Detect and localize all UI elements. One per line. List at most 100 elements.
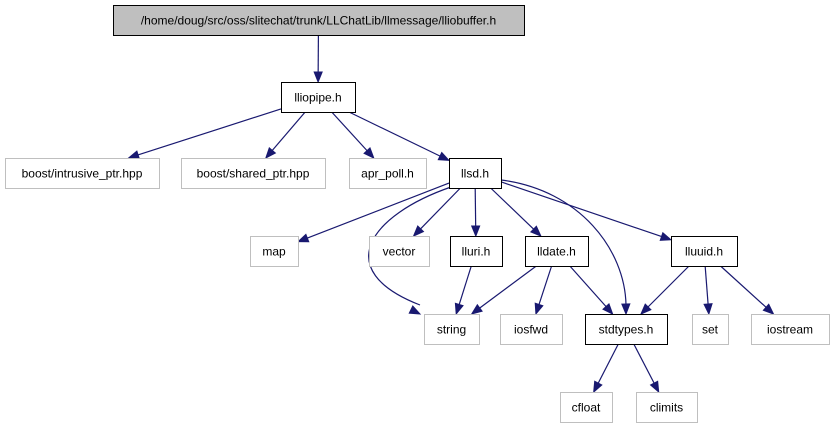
node-string: string [424, 314, 480, 345]
node-label: apr_poll.h [361, 167, 414, 181]
arrowhead-icon [659, 231, 673, 241]
edge-llsd-to-lluri [470, 187, 481, 238]
node-intrusive: boost/intrusive_ptr.hpp [5, 158, 160, 189]
node-label: lluri.h [462, 245, 491, 259]
node-box [281, 82, 356, 113]
edge-lluuid-to-iostream [720, 265, 775, 315]
node-apr_poll: apr_poll.h [349, 158, 427, 189]
node-label: climits [650, 401, 683, 415]
node-label: lliopipe.h [294, 91, 341, 105]
node-label: boost/shared_ptr.hpp [197, 167, 310, 181]
edge-llsd-to-lldate [490, 187, 542, 237]
edge-line [538, 265, 553, 306]
edge-llsd-to-vector [412, 187, 461, 237]
arrowhead-icon [621, 303, 631, 316]
arrowhead-icon [296, 233, 310, 243]
edges-layer [127, 34, 775, 394]
node-lliopipe[interactable]: lliopipe.h [281, 82, 356, 113]
node-set: set [692, 314, 729, 345]
arrowhead-icon [454, 302, 464, 316]
node-iostream: iostream [751, 314, 830, 345]
edge-lliopipe-to-intrusive [127, 108, 282, 160]
arrowhead-icon [649, 380, 660, 394]
edge-line [704, 265, 709, 306]
edge-line [490, 187, 535, 231]
node-lluri[interactable]: lluri.h [450, 236, 503, 267]
node-box [525, 236, 589, 267]
arrowhead-icon [703, 303, 713, 316]
node-label: vector [383, 245, 416, 259]
arrowhead-icon [412, 225, 425, 237]
node-box [449, 158, 502, 189]
node-label: lldate.h [537, 245, 576, 259]
node-map: map [250, 236, 299, 267]
edge-line [633, 343, 656, 385]
edge-line [569, 265, 608, 308]
node-label: map [262, 245, 286, 259]
edge-llsd-to-map [296, 182, 450, 243]
node-box [560, 392, 613, 423]
node-box [113, 5, 525, 36]
edge-line [136, 108, 282, 156]
edge-line [458, 265, 472, 306]
node-box [585, 314, 668, 345]
node-label: llsd.h [461, 167, 489, 181]
arrowhead-icon [593, 380, 603, 394]
node-label: /home/doug/src/oss/slitechat/trunk/LLCha… [141, 14, 496, 28]
edge-root-to-lliopipe [313, 34, 323, 84]
arrowhead-icon [602, 303, 614, 316]
node-vector: vector [369, 236, 430, 267]
arrowhead-icon [127, 150, 141, 160]
edge-lluuid-to-set [703, 265, 713, 316]
node-lldate[interactable]: lldate.h [525, 236, 589, 267]
node-box [692, 314, 729, 345]
node-label: string [437, 323, 466, 337]
arrowhead-icon [640, 303, 652, 315]
node-label: boost/intrusive_ptr.hpp [22, 167, 143, 181]
edge-stdtypes-to-cfloat [593, 343, 619, 394]
arrowhead-icon [470, 225, 481, 238]
edge-line [331, 111, 369, 152]
node-lluuid[interactable]: lluuid.h [671, 236, 738, 267]
node-box [5, 158, 160, 189]
edge-lldate-to-iosfwd [534, 265, 553, 316]
edge-line [419, 187, 461, 230]
edge-line [500, 181, 663, 238]
node-label: iosfwd [514, 323, 548, 337]
node-label: set [702, 323, 719, 337]
node-label: lluuid.h [685, 245, 723, 259]
edge-line [478, 265, 537, 310]
edge-line [474, 187, 477, 228]
edge-lldate-to-string [470, 265, 537, 315]
node-box [250, 236, 299, 267]
node-cfloat: cfloat [560, 392, 613, 423]
node-root: /home/doug/src/oss/slitechat/trunk/LLCha… [113, 5, 525, 36]
node-llsd[interactable]: llsd.h [449, 158, 502, 189]
node-box [450, 236, 503, 267]
arrowhead-icon [408, 305, 422, 315]
edge-line [500, 179, 627, 306]
edge-lluri-to-string [454, 265, 472, 316]
arrowhead-icon [529, 225, 542, 237]
node-climits: climits [636, 392, 698, 423]
edge-lldate-to-stdtypes [569, 265, 614, 316]
edge-line [271, 111, 306, 152]
node-box [751, 314, 830, 345]
edge-line [597, 343, 619, 385]
nodes-layer: /home/doug/src/oss/slitechat/trunk/LLCha… [5, 5, 830, 423]
node-label: stdtypes.h [599, 323, 654, 337]
edge-lliopipe-to-apr_poll [331, 111, 375, 159]
edge-line [306, 182, 450, 239]
node-label: cfloat [572, 401, 601, 415]
node-box [349, 158, 427, 189]
edge-llsd-to-lluuid [500, 181, 673, 241]
arrowhead-icon [534, 302, 544, 316]
node-iosfwd: iosfwd [500, 314, 563, 345]
arrowhead-icon [264, 146, 277, 160]
edge-llsd-to-stdtypes [500, 179, 631, 316]
node-box [671, 236, 738, 267]
edge-lliopipe-to-shared [264, 111, 306, 160]
edge-lluuid-to-stdtypes [640, 265, 690, 315]
node-stdtypes[interactable]: stdtypes.h [585, 314, 668, 345]
node-shared: boost/shared_ptr.hpp [181, 158, 326, 189]
